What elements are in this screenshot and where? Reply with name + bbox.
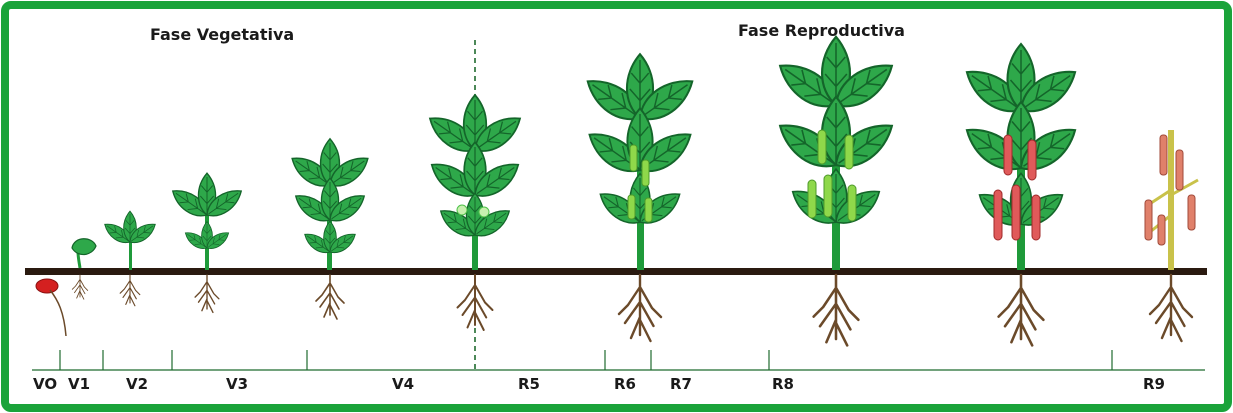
stage-label-v3: V3: [226, 375, 248, 393]
ground-line: [25, 268, 1207, 275]
stage-label-r9: R9: [1143, 375, 1165, 393]
stage-label-v4: V4: [392, 375, 414, 393]
stage-label-r7: R7: [670, 375, 692, 393]
stage-label-r5: R5: [518, 375, 540, 393]
stage-label-v1: V1: [68, 375, 90, 393]
stage-label-v2: V2: [126, 375, 148, 393]
phase-title-vegetative: Fase Vegetativa: [150, 25, 294, 44]
stage-label-r8: R8: [772, 375, 794, 393]
stage-label-r6: R6: [614, 375, 636, 393]
stage-label-vo: VO: [33, 375, 57, 393]
phase-title-reproductive: Fase Reproductiva: [738, 21, 905, 40]
